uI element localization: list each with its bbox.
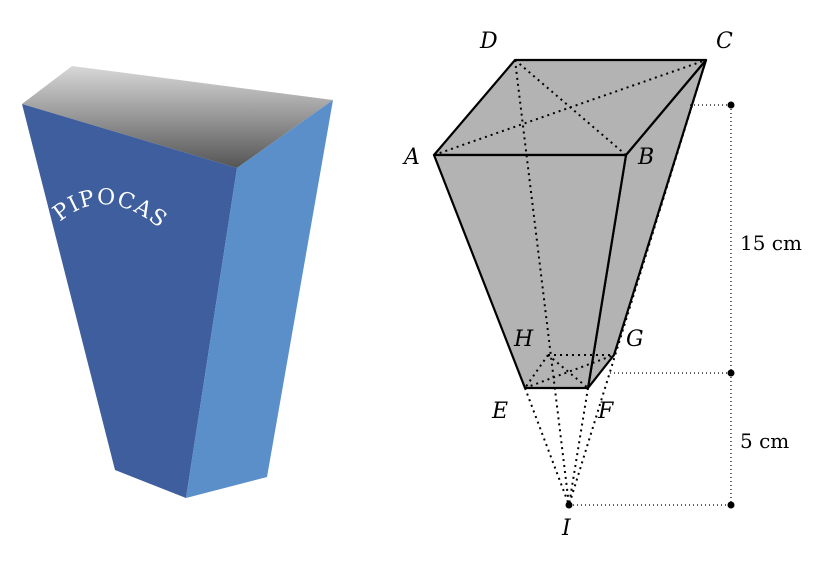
box-opening — [22, 66, 333, 168]
label-E: E — [491, 399, 508, 424]
dimension-points — [565, 101, 735, 509]
dimension-5cm: 5 cm — [740, 429, 789, 453]
label-I: I — [561, 516, 572, 541]
label-B: B — [637, 145, 654, 170]
dimension-15cm: 15 cm — [740, 231, 802, 255]
label-G: G — [626, 327, 644, 352]
hidden-edges — [433, 59, 707, 506]
label-C: C — [716, 29, 733, 54]
box-right-face — [186, 100, 333, 498]
dimension-lines — [569, 104, 732, 506]
label-D: D — [479, 29, 498, 54]
label-F: F — [597, 399, 614, 424]
popcorn-box-illustration: PIPOCAS — [22, 66, 333, 498]
label-H: H — [513, 327, 534, 352]
frustum-diagram — [432, 58, 735, 509]
label-A: A — [402, 145, 420, 170]
box-left-face — [22, 104, 237, 498]
